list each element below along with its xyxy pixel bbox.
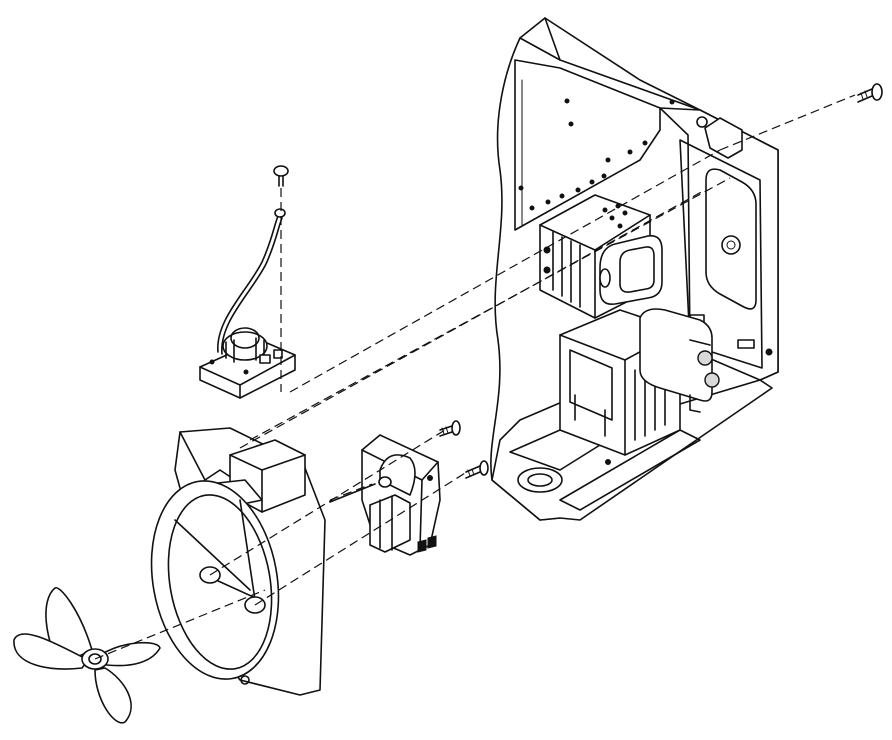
motor-screw-bottom <box>465 460 489 479</box>
board-screw <box>273 165 289 187</box>
noise-filter-board <box>199 208 296 399</box>
fan-duct <box>150 427 326 696</box>
fan-blade <box>13 587 161 724</box>
high-voltage-capacitor <box>639 308 720 413</box>
magnetron <box>539 194 663 319</box>
motor-screw-top <box>439 420 461 437</box>
assembly-lines <box>94 94 856 660</box>
fan-motor <box>329 434 441 556</box>
cabinet-holes <box>518 98 675 211</box>
cabinet-screw <box>857 83 883 103</box>
